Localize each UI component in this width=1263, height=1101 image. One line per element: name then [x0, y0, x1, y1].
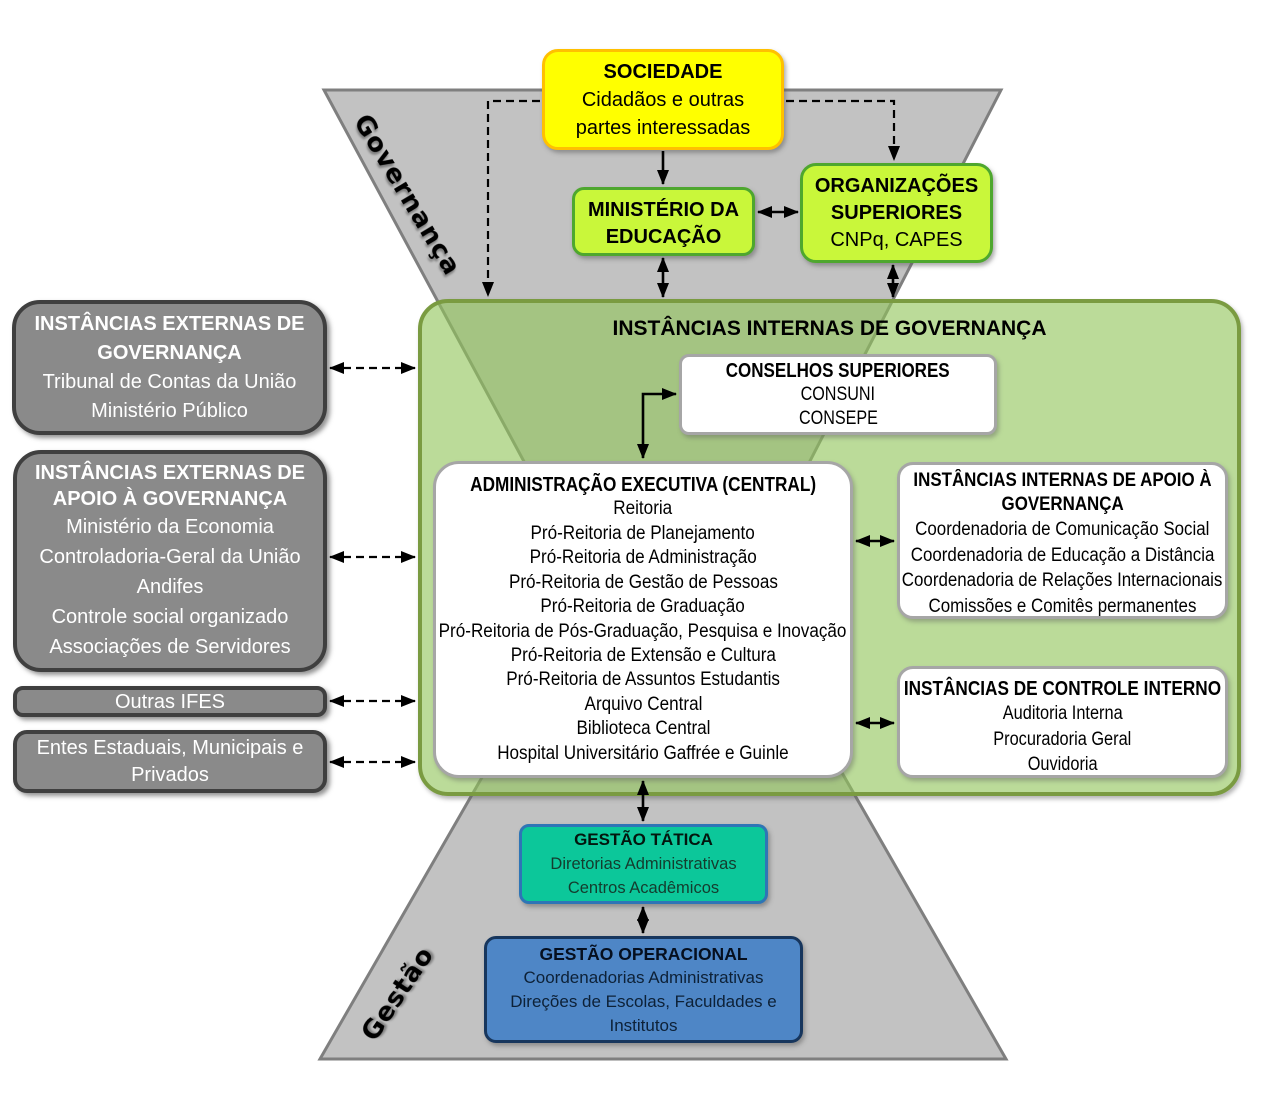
admin-item: Pró-Reitoria de Pós-Graduação, Pesquisa …: [439, 620, 847, 642]
extapoio-item: Controle social organizado: [51, 606, 289, 628]
controle-item: Ouvidoria: [1027, 754, 1098, 776]
apoio-title: GOVERNANÇA: [1001, 494, 1124, 515]
extgov-item: Tribunal de Contas da União: [42, 370, 297, 393]
extapoio-item: Associações de Servidores: [49, 636, 291, 658]
extapoio-title: APOIO À GOVERNANÇA: [52, 488, 288, 510]
conselhos-item: CONSEPE: [798, 407, 878, 429]
apoio-governanca-box: INSTÂNCIAS INTERNAS DE APOIO À GOVERNANÇ…: [897, 462, 1228, 619]
operacional-item: Direções de Escolas, Faculdades e: [510, 991, 777, 1011]
organizacoes-line: SUPERIORES: [830, 201, 963, 224]
extapoio-item: Andifes: [136, 576, 204, 598]
operacional-item: Institutos: [609, 1015, 678, 1035]
apoio-item: Coordenadoria de Relações Internacionais: [902, 570, 1223, 591]
organizacoes-line: ORGANIZAÇÕES: [814, 174, 979, 197]
apoio-item: Comissões e Comitês permanentes: [928, 595, 1197, 617]
conselhos-title: CONSELHOS SUPERIORES: [726, 359, 950, 382]
apoio-title: INSTÂNCIAS INTERNAS DE APOIO À: [913, 470, 1212, 491]
outras-ifes-label: Outras IFES: [114, 690, 226, 713]
extgov-title: INSTÂNCIAS EXTERNAS DE: [34, 312, 305, 335]
organizacoes-superiores-box: ORGANIZAÇÕES SUPERIORES CNPq, CAPES: [800, 163, 993, 263]
sociedade-line: Cidadãos e outras: [581, 88, 745, 111]
extapoio-item: Ministério da Economia: [66, 516, 274, 538]
tatica-item: Centros Acadêmicos: [567, 879, 720, 897]
controle-title: INSTÂNCIAS DE CONTROLE INTERNO: [903, 678, 1222, 701]
operacional-title: GESTÃO OPERACIONAL: [539, 943, 748, 964]
admin-item: Pró-Reitoria de Extensão e Cultura: [510, 644, 776, 666]
admin-item: Pró-Reitoria de Planejamento: [530, 522, 756, 544]
entes-box: Entes Estaduais, Municipais e Privados: [13, 730, 327, 793]
extapoio-title: INSTÂNCIAS EXTERNAS DE: [34, 462, 306, 484]
organizacoes-subtitle: CNPq, CAPES: [830, 228, 963, 251]
tatica-item: Diretorias Administrativas: [550, 855, 737, 873]
ministerio-line: EDUCAÇÃO: [605, 225, 722, 248]
apoio-item: Coordenadoria de Comunicação Social: [915, 519, 1210, 540]
sociedade-box: SOCIEDADE Cidadãos e outras partes inter…: [542, 49, 784, 150]
admin-item: Biblioteca Central: [575, 718, 711, 740]
ministerio-line: MINISTÉRIO DA: [587, 198, 740, 221]
instancias-externas-apoio-box: INSTÂNCIAS EXTERNAS DE APOIO À GOVERNANÇ…: [13, 450, 327, 672]
entes-line: Entes Estaduais, Municipais e: [36, 736, 304, 759]
sociedade-line: partes interessadas: [575, 116, 751, 139]
sociedade-title: SOCIEDADE: [603, 60, 723, 83]
instancias-externas-governanca-box: INSTÂNCIAS EXTERNAS DE GOVERNANÇA Tribun…: [12, 300, 327, 435]
tatica-title: GESTÃO TÁTICA: [574, 830, 713, 849]
admin-item: Pró-Reitoria de Gestão de Pessoas: [508, 571, 778, 593]
gestao-tatica-box: GESTÃO TÁTICA Diretorias Administrativas…: [519, 824, 768, 904]
extgov-item: Ministério Público: [91, 399, 248, 422]
admin-item: Pró-Reitoria de Administração: [529, 547, 757, 569]
admin-item: Pró-Reitoria de Assuntos Estudantis: [506, 669, 780, 691]
extgov-title: GOVERNANÇA: [97, 341, 242, 364]
administracao-executiva-box: ADMINISTRAÇÃO EXECUTIVA (CENTRAL) Reitor…: [433, 461, 853, 778]
controle-item: Procuradoria Geral: [993, 728, 1132, 750]
admin-item: Hospital Universitário Gaffrée e Guinle: [497, 742, 789, 764]
controle-interno-box: INSTÂNCIAS DE CONTROLE INTERNO Auditoria…: [897, 666, 1228, 778]
conselhos-superiores-box: CONSELHOS SUPERIORES CONSUNI CONSEPE: [679, 354, 997, 435]
extapoio-item: Controladoria-Geral da União: [39, 546, 301, 568]
admin-item: Arquivo Central: [584, 693, 702, 715]
conselhos-item: CONSUNI: [800, 383, 876, 405]
controle-item: Auditoria Interna: [1002, 703, 1123, 725]
admin-title: ADMINISTRAÇÃO EXECUTIVA (CENTRAL): [470, 474, 816, 497]
outras-ifes-box: Outras IFES: [13, 686, 327, 717]
gestao-operacional-box: GESTÃO OPERACIONAL Coordenadorias Admini…: [484, 936, 803, 1043]
apoio-item: Coordenadoria de Educação a Distância: [910, 544, 1215, 566]
entes-line: Privados: [131, 763, 209, 786]
operacional-item: Coordenadorias Administrativas: [523, 967, 764, 987]
internal-governance-title: INSTÂNCIAS INTERNAS DE GOVERNANÇA: [612, 317, 1047, 340]
admin-item: Pró-Reitoria de Graduação: [540, 596, 746, 618]
ministerio-educacao-box: MINISTÉRIO DA EDUCAÇÃO: [572, 187, 755, 256]
admin-item: Reitoria: [613, 498, 673, 520]
